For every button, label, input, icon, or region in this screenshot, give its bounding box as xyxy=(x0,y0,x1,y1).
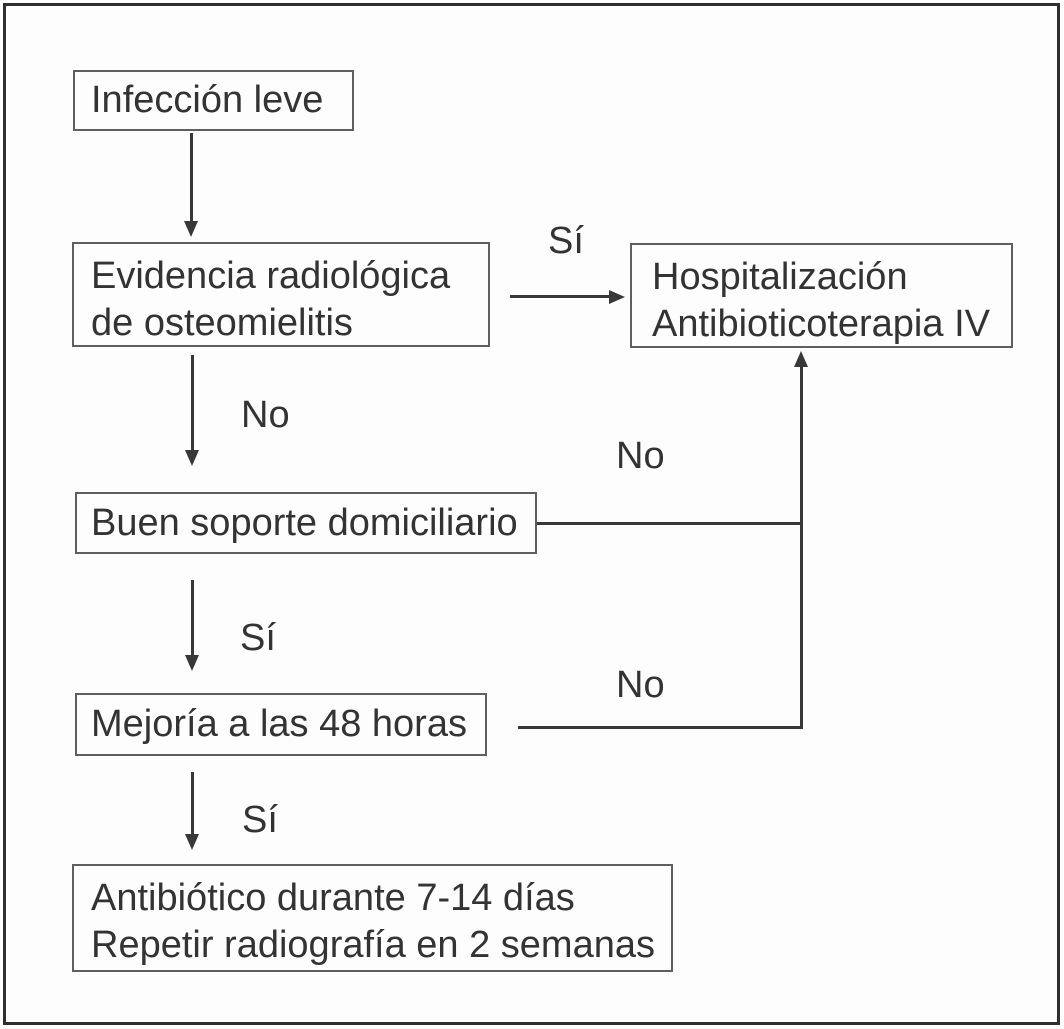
arrow-down-icon xyxy=(185,655,199,671)
node-text-line1: Evidencia radiológica xyxy=(91,255,451,297)
node-evidencia-radiologica: Evidencia radiológica de osteomielitis xyxy=(72,242,490,347)
edge-label-no: No xyxy=(241,394,290,436)
connector-support-no-line xyxy=(537,522,803,525)
arrow-down-icon xyxy=(184,221,198,237)
node-text: Buen soporte domiciliario xyxy=(91,501,518,544)
node-text: Infección leve xyxy=(91,79,324,121)
node-antibiotico-tratamiento: Antibiótico durante 7-14 días Repetir ra… xyxy=(72,864,673,972)
node-mejoria-48-horas: Mejoría a las 48 horas xyxy=(75,693,487,756)
node-text-line2: Antibioticoterapia IV xyxy=(652,303,990,345)
arrow-evidence-to-support-line xyxy=(191,355,194,451)
arrow-down-icon xyxy=(185,450,199,466)
node-text-line2: Repetir radiografía en 2 semanas xyxy=(91,924,655,966)
edge-label-si: Sí xyxy=(242,799,278,841)
node-text-line2: de osteomielitis xyxy=(91,302,353,344)
arrow-up-icon xyxy=(794,351,808,367)
arrow-improvement-to-treatment-line xyxy=(191,772,194,835)
node-buen-soporte-domiciliario: Buen soporte domiciliario xyxy=(75,492,537,554)
arrow-down-icon xyxy=(185,834,199,850)
arrow-evidence-to-hospital-line xyxy=(510,295,610,298)
connector-improvement-no-line xyxy=(518,726,803,729)
node-text-line1: Hospitalización xyxy=(652,256,908,298)
edge-label-no: No xyxy=(616,435,665,477)
edge-label-si: Sí xyxy=(240,617,276,659)
arrow-right-icon xyxy=(609,290,625,304)
connector-riser-to-hospital-line xyxy=(800,367,803,728)
diagram-frame xyxy=(3,3,1060,1025)
node-text: Mejoría a las 48 horas xyxy=(91,703,467,745)
arrow-infection-to-evidence-line xyxy=(190,133,193,222)
node-hospitalizacion: Hospitalización Antibioticoterapia IV xyxy=(630,243,1013,348)
edge-label-no: No xyxy=(616,664,665,706)
edge-label-si: Sí xyxy=(548,220,584,262)
node-text-line1: Antibiótico durante 7-14 días xyxy=(91,877,575,919)
arrow-support-to-improvement-line xyxy=(191,580,194,656)
node-infeccion-leve: Infección leve xyxy=(73,70,354,131)
